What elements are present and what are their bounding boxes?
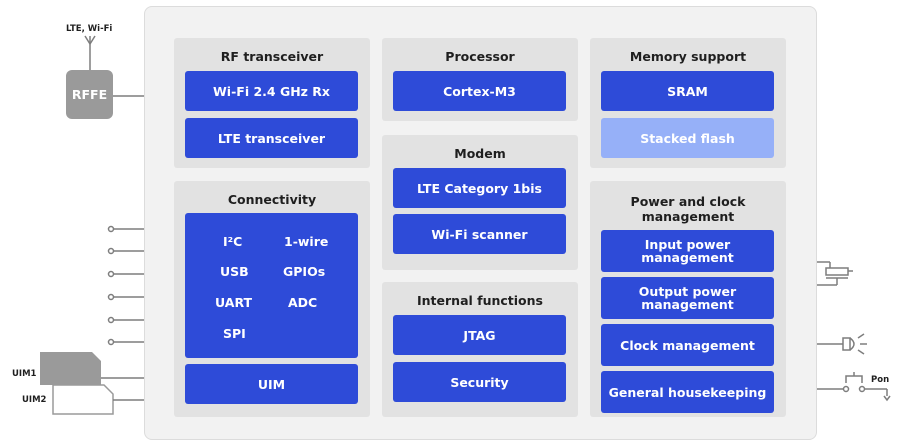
modem-panel: Modem LTE Category 1bis Wi-Fi scanner bbox=[382, 135, 578, 270]
memory-title: Memory support bbox=[629, 49, 747, 64]
gpios-interface: GPIOs bbox=[283, 264, 326, 279]
modem-title: Modem bbox=[454, 146, 506, 161]
uim2-label: UIM2 bbox=[22, 395, 47, 405]
input-power-block: Input power management bbox=[601, 230, 774, 272]
sim-card-icon bbox=[40, 352, 113, 414]
spi-interface: SPI bbox=[223, 326, 246, 341]
i2c-interface: I²C bbox=[223, 234, 243, 249]
sram-block: SRAM bbox=[601, 71, 774, 111]
wifi-scanner-block: Wi-Fi scanner bbox=[393, 214, 566, 254]
internal-functions-title: Internal functions bbox=[417, 293, 543, 308]
pon-label: Pon bbox=[871, 375, 890, 385]
rffe-label: RFFE bbox=[71, 87, 108, 102]
general-housekeeping-block: General housekeeping bbox=[601, 371, 774, 413]
antenna-label: LTE, Wi-Fi bbox=[66, 24, 113, 34]
rffe-box: RFFE bbox=[66, 70, 113, 119]
rf-transceiver-title: RF transceiver bbox=[220, 49, 324, 64]
1wire-interface: 1-wire bbox=[284, 234, 329, 249]
cortex-m3-block: Cortex-M3 bbox=[393, 71, 566, 111]
usb-interface: USB bbox=[220, 264, 249, 279]
uim1-label: UIM1 bbox=[12, 369, 37, 379]
output-power-block: Output power management bbox=[601, 277, 774, 319]
power-clock-panel: Power and clock management Input power m… bbox=[590, 181, 786, 417]
security-block: Security bbox=[393, 362, 566, 402]
jtag-block: JTAG bbox=[393, 315, 566, 355]
rf-transceiver-panel: RF transceiver Wi-Fi 2.4 GHz Rx LTE tran… bbox=[174, 38, 370, 168]
memory-panel: Memory support SRAM Stacked flash bbox=[590, 38, 786, 168]
power-clock-title: Power and clock management bbox=[630, 194, 746, 224]
power-button-icon bbox=[843, 372, 890, 400]
clock-management-block: Clock management bbox=[601, 324, 774, 366]
uart-interface: UART bbox=[215, 295, 253, 310]
lte-transceiver-block: LTE transceiver bbox=[185, 118, 358, 158]
connectivity-title: Connectivity bbox=[227, 192, 317, 207]
led-icon bbox=[843, 334, 867, 354]
processor-title: Processor bbox=[445, 49, 515, 64]
antenna-icon bbox=[85, 36, 95, 46]
lte-cat1bis-block: LTE Category 1bis bbox=[393, 168, 566, 208]
processor-panel: Processor Cortex-M3 bbox=[382, 38, 578, 121]
uim-block: UIM bbox=[185, 364, 358, 404]
adc-interface: ADC bbox=[288, 295, 318, 310]
interfaces-block: I²C 1-wire USB GPIOs UART ADC SPI bbox=[185, 213, 358, 358]
stacked-flash-block: Stacked flash bbox=[601, 118, 774, 158]
internal-functions-panel: Internal functions JTAG Security bbox=[382, 282, 578, 417]
crystal-icon bbox=[826, 262, 853, 285]
connectivity-panel: Connectivity I²C 1-wire USB GPIOs UART A… bbox=[174, 181, 370, 417]
wifi-rx-block: Wi-Fi 2.4 GHz Rx bbox=[185, 71, 358, 111]
